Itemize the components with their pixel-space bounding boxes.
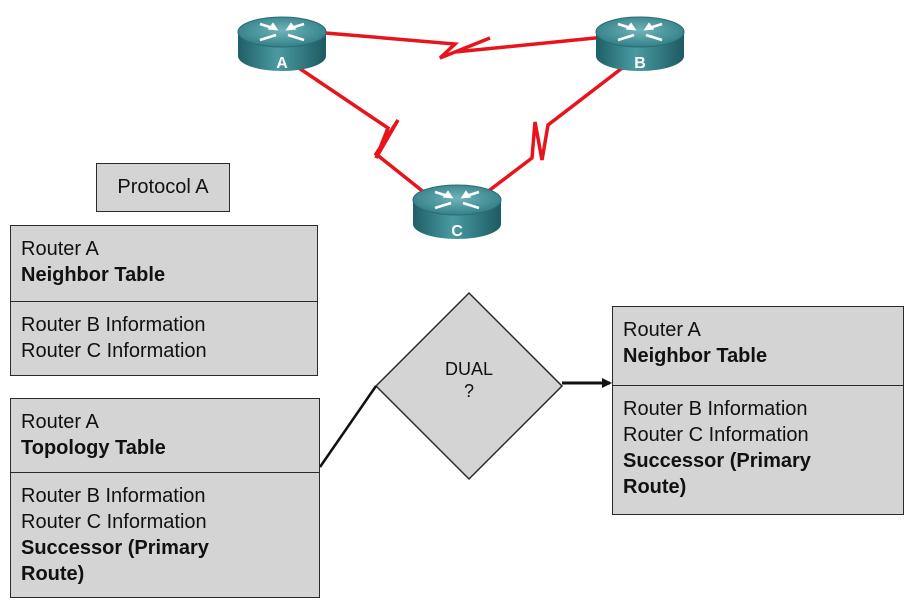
neighbor-table-right-line: Router C Information [623, 424, 809, 446]
topology-to-dual-connector [318, 385, 378, 468]
neighbor-table-left-body: Router B Information Router C Informatio… [11, 301, 317, 370]
neighbor-table-right-header: Router A Neighbor Table [613, 307, 903, 385]
neighbor-table-left-line: Router B Information [21, 314, 206, 336]
topology-table-body: Router B Information Router C Informatio… [11, 472, 319, 593]
dual-question: ? [463, 381, 474, 401]
dual-title: DUAL [444, 359, 493, 379]
topology-table-successor: Successor (Primary [21, 537, 209, 559]
neighbor-table-left-line: Router C Information [21, 340, 207, 362]
serial-link-a-c [289, 60, 442, 207]
topology-table-line: Router B Information [21, 485, 206, 507]
router-a-label: A [276, 55, 288, 72]
neighbor-table-right-line: Router B Information [623, 398, 808, 420]
topology-table-successor: Route) [21, 563, 85, 585]
dual-label: DUAL ? [420, 358, 518, 402]
neighbor-table-right-subtitle: Neighbor Table [623, 345, 768, 367]
protocol-label: Protocol A [96, 163, 230, 212]
router-c-label: C [451, 223, 463, 240]
router-b-icon: B [595, 16, 685, 72]
serial-link-a-b [289, 28, 616, 60]
topology-table-title: Router A [21, 411, 99, 433]
dual-diamond [374, 291, 564, 481]
topology-table-subtitle: Topology Table [21, 437, 166, 459]
neighbor-table-right-successor: Route) [623, 476, 687, 498]
neighbor-table-right-successor: Successor (Primary [623, 450, 811, 472]
neighbor-table-right-body: Router B Information Router C Informatio… [613, 385, 903, 506]
neighbor-table-left-header: Router A Neighbor Table [11, 226, 317, 301]
router-b-label: B [634, 55, 646, 72]
neighbor-table-right: Router A Neighbor Table Router B Informa… [612, 306, 904, 515]
router-c-icon: C [412, 184, 502, 240]
topology-table-header: Router A Topology Table [11, 399, 319, 472]
topology-table: Router A Topology Table Router B Informa… [10, 398, 320, 598]
neighbor-table-right-title: Router A [623, 319, 701, 341]
neighbor-table-left-subtitle: Neighbor Table [21, 264, 166, 286]
neighbor-table-left-title: Router A [21, 238, 99, 260]
topology-table-line: Router C Information [21, 511, 207, 533]
serial-link-b-c [468, 60, 632, 207]
neighbor-table-left: Router A Neighbor Table Router B Informa… [10, 225, 318, 376]
router-a-icon: A [237, 16, 327, 72]
